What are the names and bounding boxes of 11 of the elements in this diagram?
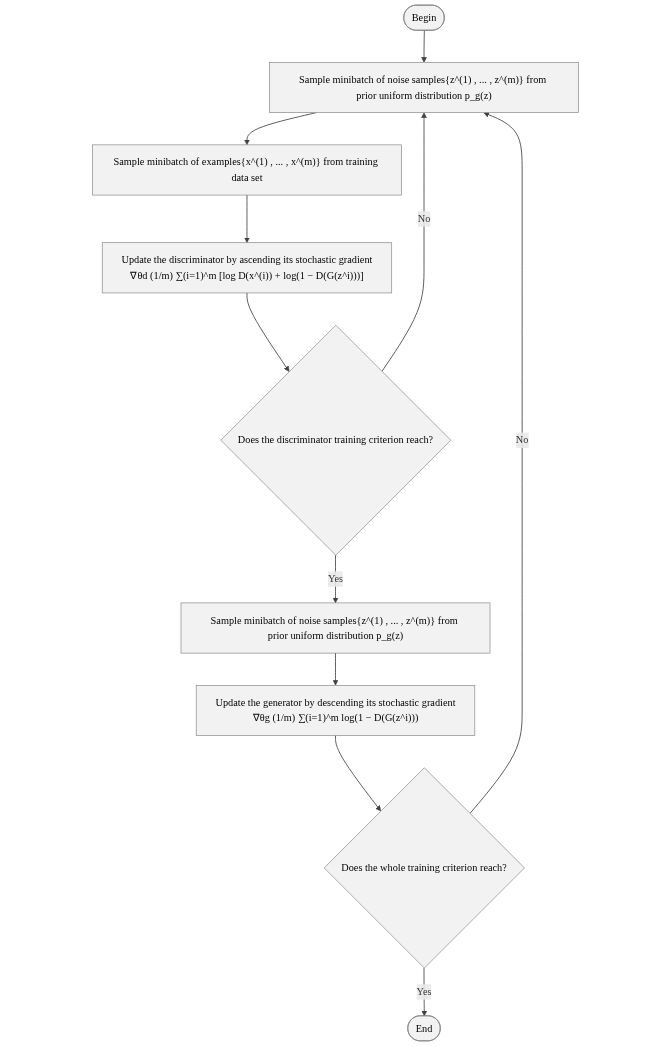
- node-box: Update the generator by descending its stochastic gradient ∇θg (1/m) ∑(i=1)^m log(1 − D(G(z^i))): [195, 685, 476, 736]
- edge-label: Yes: [416, 986, 432, 998]
- edge-label: No: [417, 213, 431, 225]
- node-box: Sample minibatch of examples{x^(1) , ... , x^(m)} from training data set: [92, 144, 402, 196]
- node-box: Update the discriminator by ascending its stochastic gradient ∇θd (1/m) ∑(i=1)^m [log D(x^(i)) + log(1 − D(G(z^i)))]: [101, 242, 393, 294]
- node-diamond: Does the discriminator training criterion reach?: [220, 324, 452, 556]
- node-box: Sample minibatch of noise samples{z^(1) , ... , z^(m)} from prior uniform distribution p_g(z): [269, 62, 579, 113]
- node-diamond: Does the whole training criterion reach?: [323, 767, 525, 969]
- edge-label: No: [515, 434, 529, 446]
- edge-label: Yes: [328, 573, 343, 585]
- node-box: Sample minibatch of noise samples{z^(1) , ... , z^(m)} from prior uniform distribution p_g(z): [180, 602, 491, 654]
